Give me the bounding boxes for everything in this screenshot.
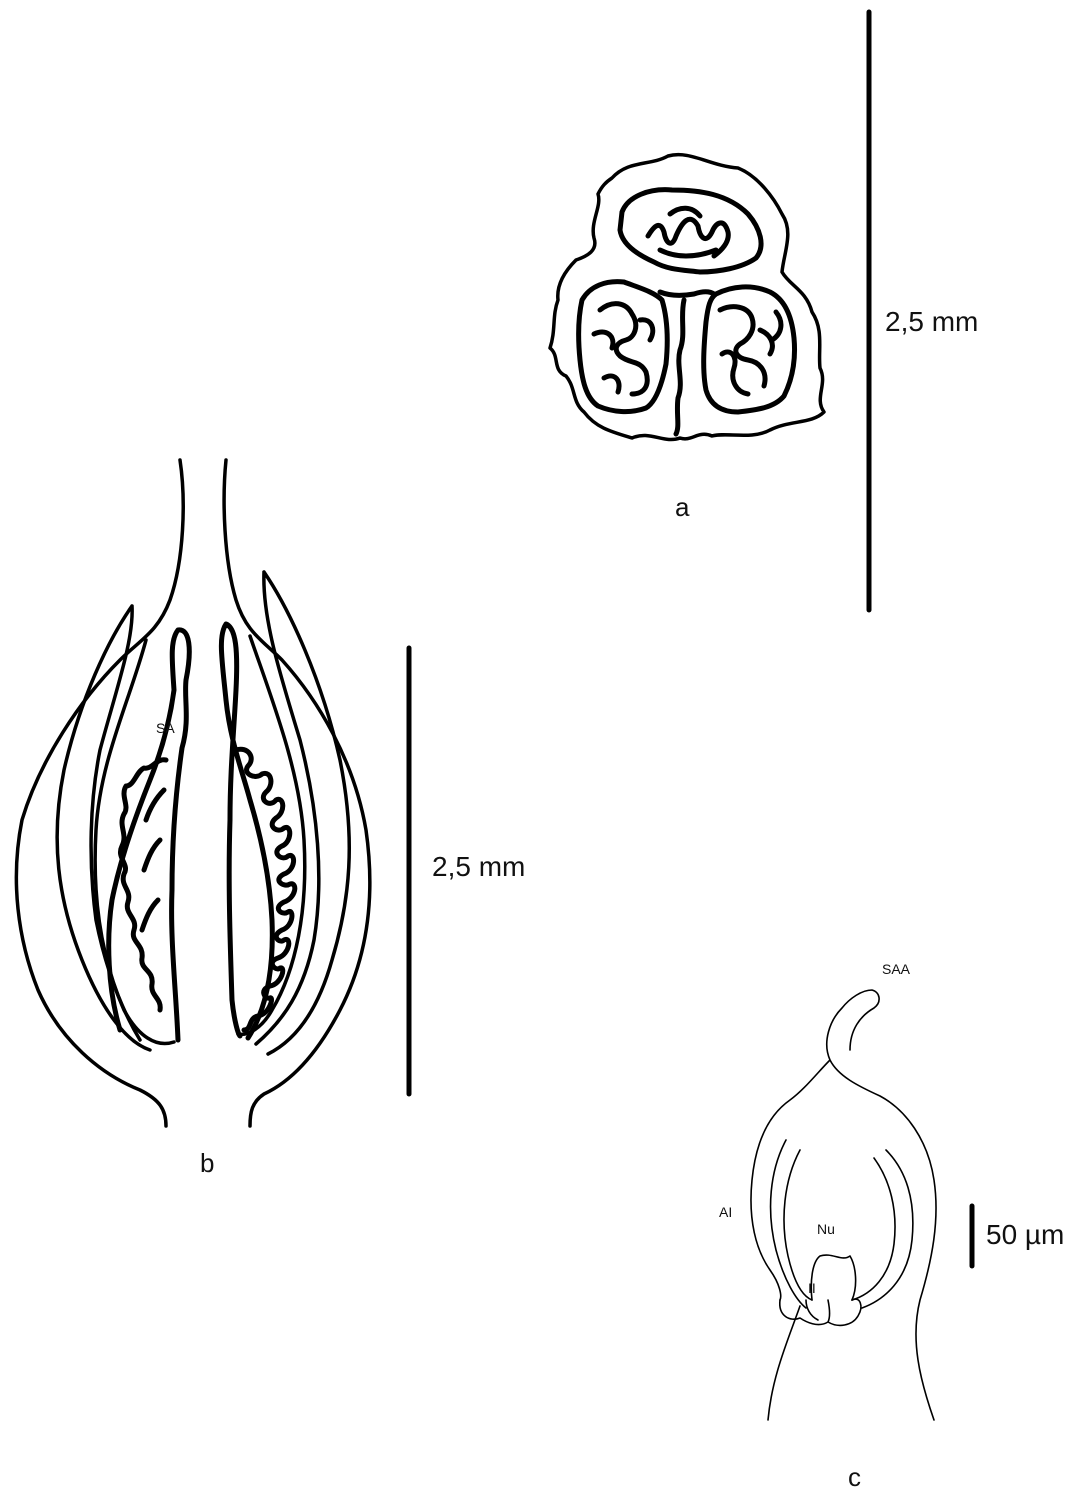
panel-b-ovary-longitudinal-section — [16, 460, 369, 1126]
outer-integument — [771, 1140, 913, 1308]
panel-c-ovule — [751, 990, 936, 1420]
annotation-ai: AI — [719, 1204, 732, 1220]
panel-letter-b: b — [200, 1148, 214, 1178]
locule-left — [579, 282, 668, 412]
locule-right-b — [221, 624, 272, 1038]
panel-letter-c: c — [848, 1462, 861, 1492]
annotation-nu: Nu — [817, 1221, 835, 1237]
scale-label-c: 50 µm — [986, 1219, 1064, 1250]
locule-upper — [620, 190, 761, 272]
nucellus — [811, 1255, 855, 1300]
micropyle-lobes — [780, 1299, 861, 1325]
ovules-right — [720, 307, 781, 394]
locule-left-b — [109, 630, 190, 1040]
scale-label-b: 2,5 mm — [432, 851, 525, 882]
ovules-right-b — [236, 749, 295, 1030]
carpel-wall-left — [95, 640, 174, 1044]
scale-label-a: 2,5 mm — [885, 306, 978, 337]
ovules-left — [594, 304, 653, 394]
panel-letter-a: a — [675, 492, 690, 522]
annotation-sa: SA — [156, 720, 175, 736]
ovules-upper — [648, 208, 728, 256]
inner-integument — [784, 1150, 895, 1300]
ovule-outer-outline — [751, 990, 936, 1420]
annotation-saa: SAA — [882, 961, 911, 977]
annotation-ii: II — [808, 1280, 816, 1296]
panel-a-ovary-cross-section — [550, 155, 824, 440]
